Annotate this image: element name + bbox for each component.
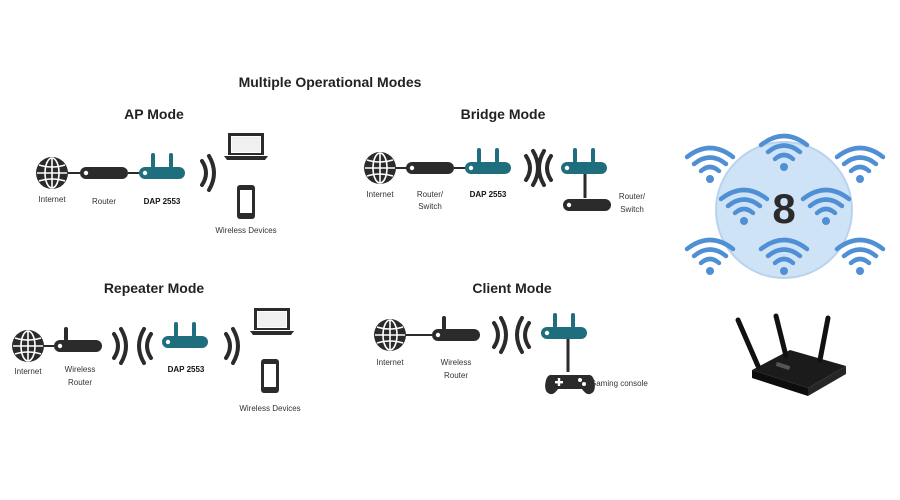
badge-circle xyxy=(715,141,853,279)
badge-number: 8 xyxy=(772,185,796,232)
router-switch-2-label-line2: Switch xyxy=(620,205,644,214)
gamepad-icon xyxy=(545,374,595,395)
client-mode-title: Client Mode xyxy=(472,280,552,296)
internet-label: Internet xyxy=(38,195,66,204)
router-switch-label-line1: Router/ xyxy=(416,190,444,199)
router-switch-label-line2: Switch xyxy=(418,202,442,211)
dap-label: DAP 2553 xyxy=(167,365,205,374)
internet-label: Internet xyxy=(376,358,404,367)
dap-label: DAP 2553 xyxy=(143,197,181,206)
dap-label: DAP 2553 xyxy=(469,190,507,199)
internet-label: Internet xyxy=(366,190,394,199)
gaming-console-label: Gaming console xyxy=(590,379,648,388)
router-label: Router xyxy=(91,197,116,206)
wireless-router-label-line2: Router xyxy=(443,371,468,380)
wifi-icon xyxy=(687,240,733,275)
wireless-devices-label: Wireless Devices xyxy=(215,226,277,235)
wireless-router-label-line2: Router xyxy=(67,378,92,387)
ap-mode-title: AP Mode xyxy=(124,106,184,122)
repeater-mode-title: Repeater Mode xyxy=(103,280,205,296)
router-switch-2-label-line1: Router/ xyxy=(618,192,646,201)
wireless-devices-label: Wireless Devices xyxy=(239,404,301,413)
internet-label: Internet xyxy=(14,367,42,376)
diagram-title: Multiple Operational Modes xyxy=(238,74,422,90)
wireless-router-label-line1: Wireless xyxy=(440,358,472,367)
wireless-router-label-line1: Wireless xyxy=(64,365,96,374)
bridge-mode-title: Bridge Mode xyxy=(460,106,546,122)
router-photo xyxy=(735,313,846,396)
wifi-icon xyxy=(837,240,883,275)
